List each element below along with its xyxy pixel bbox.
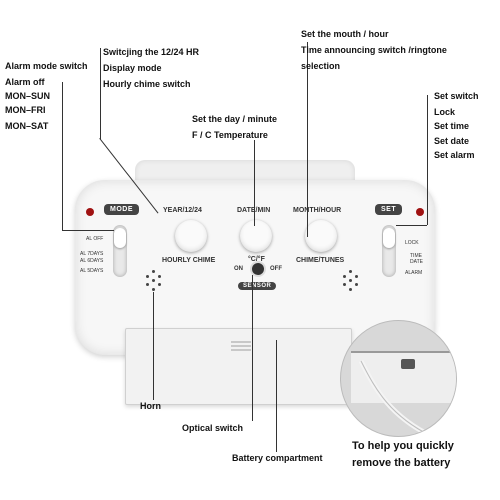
pull-ribbon-icon	[358, 359, 433, 436]
left-indicator-dot	[86, 208, 94, 216]
label-optical-switch: Optical switch	[182, 423, 244, 433]
optical-sensor-toggle[interactable]	[252, 263, 264, 275]
label-battery-compartment: Battery compartment	[232, 453, 323, 463]
label-alarm-off: Alarm off	[5, 77, 45, 87]
callout-line	[396, 225, 427, 226]
alarm-mode-slider-knob[interactable]	[114, 228, 126, 248]
battery-compartment-cover[interactable]	[125, 328, 352, 405]
set-position-time: TIME	[410, 253, 422, 259]
right-speaker-grille	[340, 270, 362, 292]
label-display-mode: Display mode	[103, 63, 162, 73]
battery-grip-line	[231, 341, 251, 343]
date-min-button-label: DATE/MIN	[237, 207, 270, 214]
sensor-label: SENSOR	[238, 282, 277, 290]
alarm-mode-slider[interactable]	[113, 225, 127, 277]
callout-line	[153, 292, 154, 400]
callout-line	[62, 230, 114, 231]
set-switch-slider[interactable]	[382, 225, 396, 277]
temperature-unit-label: °C/°F	[248, 256, 265, 263]
right-indicator-dot	[416, 208, 424, 216]
caption-line-2: remove the battery	[352, 457, 451, 469]
battery-contact	[401, 359, 415, 369]
battery-removal-photo	[340, 320, 457, 437]
set-position-alarm: ALARM	[405, 270, 423, 276]
label-mon-sat: MON–SAT	[5, 121, 49, 131]
label-selection: selection	[301, 61, 341, 71]
label-set-day-minute: Set the day / minute	[192, 114, 278, 124]
date-min-button[interactable]	[240, 220, 272, 252]
set-position-lock: LOCK	[405, 240, 419, 246]
label-set-time: Set time	[434, 121, 470, 131]
battery-grip-line	[231, 345, 251, 347]
set-switch-slider-knob[interactable]	[383, 228, 395, 248]
label-alarm-mode-switch: Alarm mode switch	[5, 61, 88, 71]
caption-line-1: To help you quickly	[352, 440, 454, 452]
mode-position-al-6days: AL 6DAYS	[80, 258, 104, 264]
label-set-alarm: Set alarm	[434, 150, 475, 160]
mode-position-al-7days: AL 7DAYS	[80, 251, 104, 257]
year-12-24-button[interactable]	[175, 220, 207, 252]
label-mon-sun: MON–SUN	[5, 91, 51, 101]
callout-line	[307, 42, 308, 237]
hourly-chime-label: HOURLY CHIME	[162, 257, 216, 264]
year-button-label: YEAR/12/24	[163, 207, 202, 214]
label-temperature: F / C Temperature	[192, 130, 268, 140]
sensor-on-label: ON	[234, 266, 243, 272]
set-position-date: DATE	[410, 259, 423, 265]
label-horn: Horn	[140, 401, 161, 411]
callout-line	[252, 275, 253, 421]
label-hourly-chime-switch: Hourly chime switch	[103, 79, 191, 89]
callout-line	[254, 140, 255, 226]
mode-position-al-5days: AL 5DAYS	[80, 268, 104, 274]
month-hour-button[interactable]	[305, 220, 337, 252]
callout-line	[276, 340, 277, 452]
callout-line	[62, 82, 63, 230]
label-lock: Lock	[434, 107, 456, 117]
callout-line	[427, 95, 428, 225]
label-time-announcing: Time announcing switch /ringtone	[301, 45, 447, 55]
chime-tunes-label: CHIME/TUNES	[296, 257, 345, 264]
label-set-date: Set date	[434, 136, 470, 146]
month-hour-button-label: MONTH/HOUR	[293, 207, 342, 214]
label-set-month-hour: Set the mouth / hour	[301, 29, 389, 39]
set-label: SET	[375, 204, 403, 215]
sensor-off-label: OFF	[270, 266, 282, 272]
left-speaker-grille	[143, 270, 165, 292]
label-switching-12-24: Switcjing the 12/24 HR	[103, 47, 200, 57]
label-mon-fri: MON–FRI	[5, 105, 46, 115]
mode-position-al-off: AL OFF	[86, 236, 104, 242]
label-set-switch: Set switch	[434, 91, 479, 101]
battery-grip-line	[231, 349, 251, 351]
mode-label: MODE	[104, 204, 139, 215]
callout-line	[100, 48, 101, 138]
